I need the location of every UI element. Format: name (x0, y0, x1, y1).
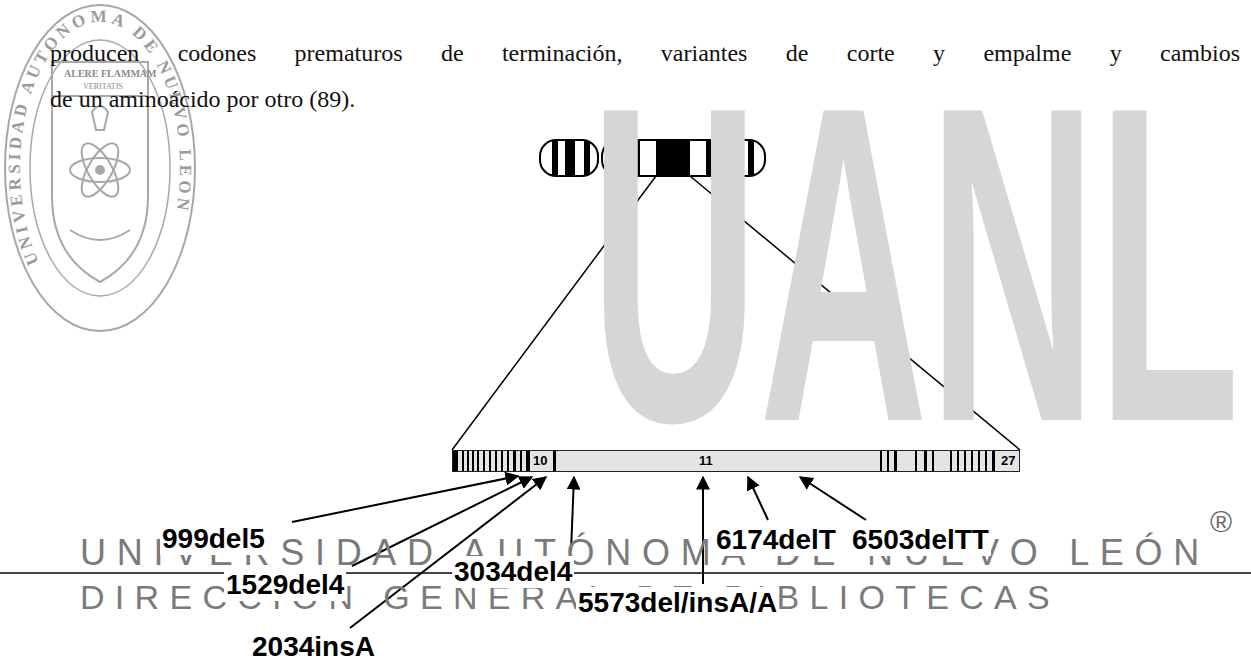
body-text: producen codones prematuros de terminaci… (50, 40, 1240, 67)
exon-number: 11 (699, 453, 713, 468)
mutation-label: 1529del4 (224, 569, 346, 601)
registered-mark: ® (1210, 505, 1232, 539)
gene-bar: 10 11 27 (452, 450, 1020, 472)
mutation-label: 6174delT (714, 524, 838, 556)
mutation-label: 6503delTT (850, 524, 991, 556)
body-text: de un aminoácido por otro (89). (50, 86, 355, 113)
exon-number: 27 (1001, 453, 1015, 468)
mutation-label: 5573del/insA/A (576, 587, 779, 619)
watermark-logo: UANL (590, 39, 1240, 489)
mutation-label: 3034del4 (452, 556, 574, 588)
mutation-label: 2034insA (250, 631, 377, 663)
exon-number: 10 (533, 453, 547, 468)
mutation-label: 999del5 (160, 523, 267, 555)
seal-motto: ALERE FLAMMAM (64, 68, 157, 79)
